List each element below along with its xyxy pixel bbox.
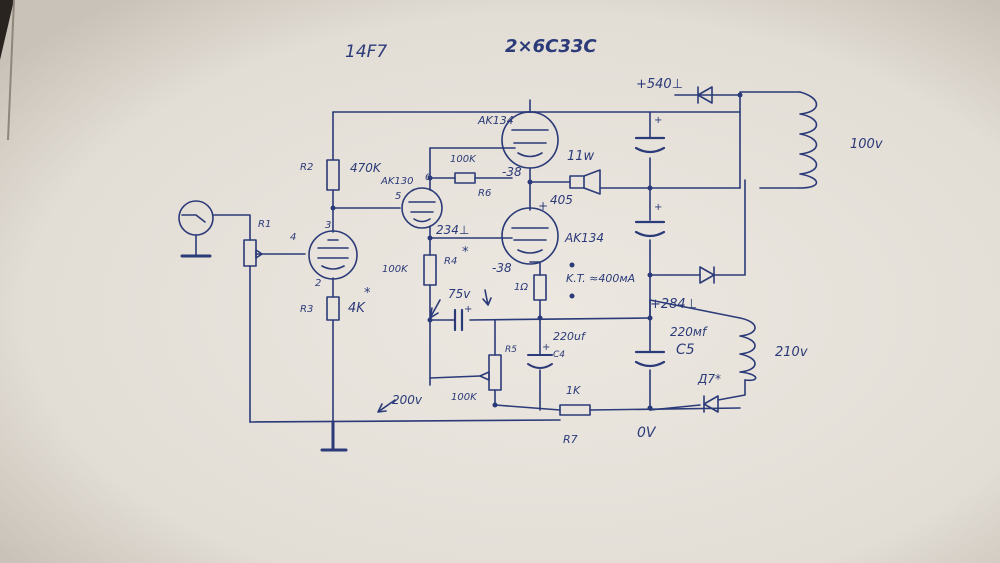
resistor-r6-icon [454,172,476,184]
label-v405: 405 [550,193,573,207]
input-jack-icon [178,200,214,258]
label-c4-value: 220uf [553,330,587,343]
capacitor-filter2-icon [634,220,666,238]
label-r2: R2 [300,162,313,173]
resistor-r7-icon [559,404,591,416]
capacitor-c5-icon [634,350,666,368]
label-speaker-power: 11w [567,149,595,164]
triode-tube-v1-icon [308,230,358,280]
label-pin5: 5 [395,191,401,202]
label-plus-v405: + [538,199,548,213]
diode-middle-icon [699,266,715,284]
paper-edge [7,0,15,141]
label-0v: 0V [637,425,657,441]
transformer-coil-100v-icon [799,91,818,189]
label-r1: R1 [258,219,271,230]
label-r3-value: 4K [348,301,366,316]
label-pin6: 6 [425,173,431,183]
triode-tube-v2-icon [401,187,443,229]
resistor-r3-icon [326,296,340,321]
label-r3: R3 [300,304,313,315]
label-r3-mark: * [364,286,371,301]
label-pin1: 3 [325,220,331,231]
arrow-200v-icon [377,399,396,413]
label-r7-value: 1K [566,384,581,397]
label-r4-value: 100K [382,264,409,275]
label-100v: 100v [850,137,883,152]
arrow-75v-icon [429,299,441,319]
label-c4: C4 [553,350,565,360]
label-minus38-top: -38 [502,165,522,179]
potentiometer-r1-icon [243,239,263,267]
potentiometer-r5-icon [479,354,502,391]
label-pin4: 4 [290,232,296,243]
label-kt: K.T. ≈400мА [566,272,635,285]
label-v3-bottom: AK134 [564,231,604,245]
label-plus-filter1: + [654,115,662,126]
label-v234: 234⊥ [436,223,469,237]
diode-top-icon [697,86,713,104]
label-c5: C5 [676,342,695,358]
resistor-r4-icon [423,254,437,286]
label-d7: Д7* [697,372,721,386]
label-540v: +540⊥ [636,77,683,92]
label-r6-value: 100K [450,154,477,165]
arrow-r5-icon [482,289,492,306]
resistor-cathode-icon [533,274,547,301]
label-plus-c4: + [542,342,550,353]
label-v2-voltage: AK130 [380,176,414,187]
triode-tube-v3-bottom-icon [501,207,559,265]
label-r7: R7 [563,433,578,446]
label-r5-value: 100K [451,392,478,403]
label-75v: 75v [448,287,471,301]
capacitor-filter1-icon [634,136,666,154]
label-pin2: 2 [315,278,321,289]
label-r6: R6 [478,188,491,199]
label-r4: R4 [444,256,457,267]
speaker-icon [569,169,601,195]
label-plus-filter2: + [654,202,662,213]
label-minus38-bottom: -38 [492,261,512,275]
label-r4-mark: * [462,245,469,260]
label-r5: R5 [505,345,517,355]
title-left: 14F7 [345,42,387,62]
test-point-bottom [569,293,575,299]
label-200v: 200v [392,393,423,407]
coupling-capacitor-icon [453,308,464,332]
label-r2-value: 470K [350,161,382,175]
label-cathode-resistor: 1Ω [514,282,528,293]
triode-tube-v3-top-icon [501,111,559,169]
test-point-top [569,262,575,268]
title-right: 2×6C33C [505,36,597,57]
label-284v: +284⊥ [650,297,697,312]
capacitor-c4-icon [527,354,553,369]
label-v3-top: AK134 [477,114,514,127]
junction-dots [330,92,743,411]
label-210v: 210v [775,345,808,360]
wires [213,91,801,423]
resistor-r2-icon [326,159,340,191]
label-c5-value: 220мf [670,325,708,339]
diode-d7-icon [703,395,719,413]
transformer-coil-210v-icon [739,317,757,382]
label-plus-coupling: + [464,304,472,315]
ground-icon [320,420,348,452]
